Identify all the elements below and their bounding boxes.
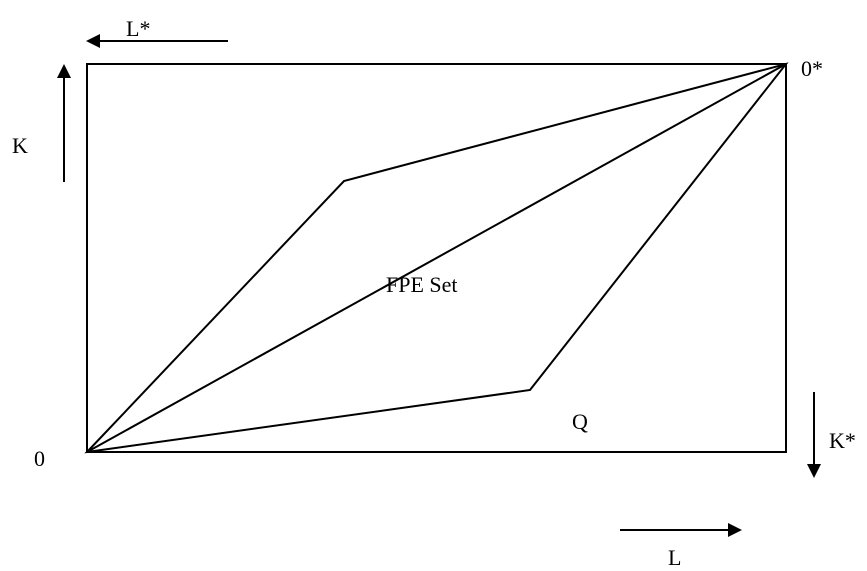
label-fpe-set: FPE Set bbox=[386, 272, 458, 297]
label-point-q: Q bbox=[572, 409, 588, 434]
l-right-arrow bbox=[620, 523, 742, 537]
l-star-left-arrow bbox=[86, 34, 228, 48]
label-capital-home: K bbox=[12, 133, 28, 158]
label-origin-foreign: 0* bbox=[801, 56, 823, 81]
label-labor-foreign: L* bbox=[126, 16, 150, 41]
diagonal-line bbox=[86, 63, 787, 453]
label-labor-home: L bbox=[668, 545, 681, 570]
k-star-down-arrow bbox=[807, 392, 821, 478]
edgeworth-box bbox=[86, 63, 787, 453]
fpe-set-parallelogram bbox=[84, 62, 789, 454]
label-origin-home: 0 bbox=[34, 446, 45, 471]
label-capital-foreign: K* bbox=[829, 428, 856, 453]
k-up-arrow bbox=[57, 64, 71, 182]
